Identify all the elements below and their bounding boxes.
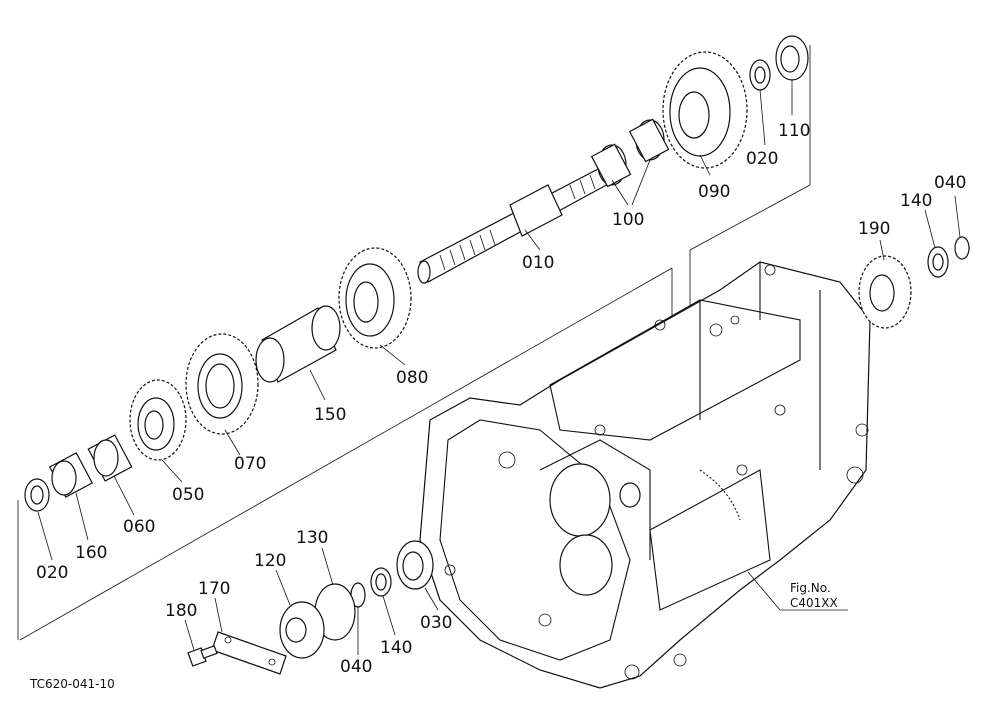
callout-100: 100: [612, 210, 644, 230]
needle-bearings-100: [590, 118, 670, 188]
gear-190: [858, 255, 912, 329]
bearing-030: [396, 540, 434, 590]
callout-060: 060: [123, 517, 155, 537]
callout-130: 130: [296, 528, 328, 548]
callout-040-bottom: 040: [340, 657, 372, 677]
callout-140-right: 140: [900, 191, 932, 211]
callout-110: 110: [778, 121, 810, 141]
gear-090: [662, 51, 748, 169]
callout-040-right: 040: [934, 173, 966, 193]
transmission-case: [419, 261, 871, 689]
callout-090: 090: [698, 182, 730, 202]
callout-120: 120: [254, 551, 286, 571]
washer-140-right: [927, 246, 949, 278]
collar-160: [48, 452, 94, 498]
plate-170: [211, 631, 287, 675]
callout-160: 160: [75, 543, 107, 563]
gear-070: [185, 333, 259, 435]
figure-number-line1: Fig.No.: [790, 581, 831, 595]
drawing-id: TC620-041-10: [29, 677, 115, 691]
callout-180: 180: [165, 601, 197, 621]
leader-lines: [37, 80, 961, 655]
callout-030: 030: [420, 613, 452, 633]
callout-labels: 010 100 090 020 110 080 150 070 050 060 …: [36, 121, 966, 677]
callout-080: 080: [396, 368, 428, 388]
snap-ring-040-right: [954, 236, 970, 260]
collar-020-top: [749, 59, 771, 91]
gear-050: [129, 379, 187, 461]
splined-sleeve-150: [255, 305, 341, 383]
cover-120: [279, 601, 325, 659]
bolt-180: [187, 645, 218, 667]
ball-bearing-110: [775, 35, 809, 81]
callout-070: 070: [234, 454, 266, 474]
callout-190: 190: [858, 219, 890, 239]
needle-bearing-060: [87, 434, 133, 482]
callout-150: 150: [314, 405, 346, 425]
washer-140-bottom: [370, 567, 392, 597]
callout-010: 010: [522, 253, 554, 273]
figure-number-line2: C401XX: [790, 596, 838, 610]
gear-080: [338, 247, 412, 349]
collar-020-bottom: [24, 478, 50, 512]
main-shaft: [417, 167, 613, 284]
callout-170: 170: [198, 579, 230, 599]
callout-050: 050: [172, 485, 204, 505]
callout-020-top: 020: [746, 149, 778, 169]
callout-140-bottom: 140: [380, 638, 412, 658]
callout-020-bottom: 020: [36, 563, 68, 583]
